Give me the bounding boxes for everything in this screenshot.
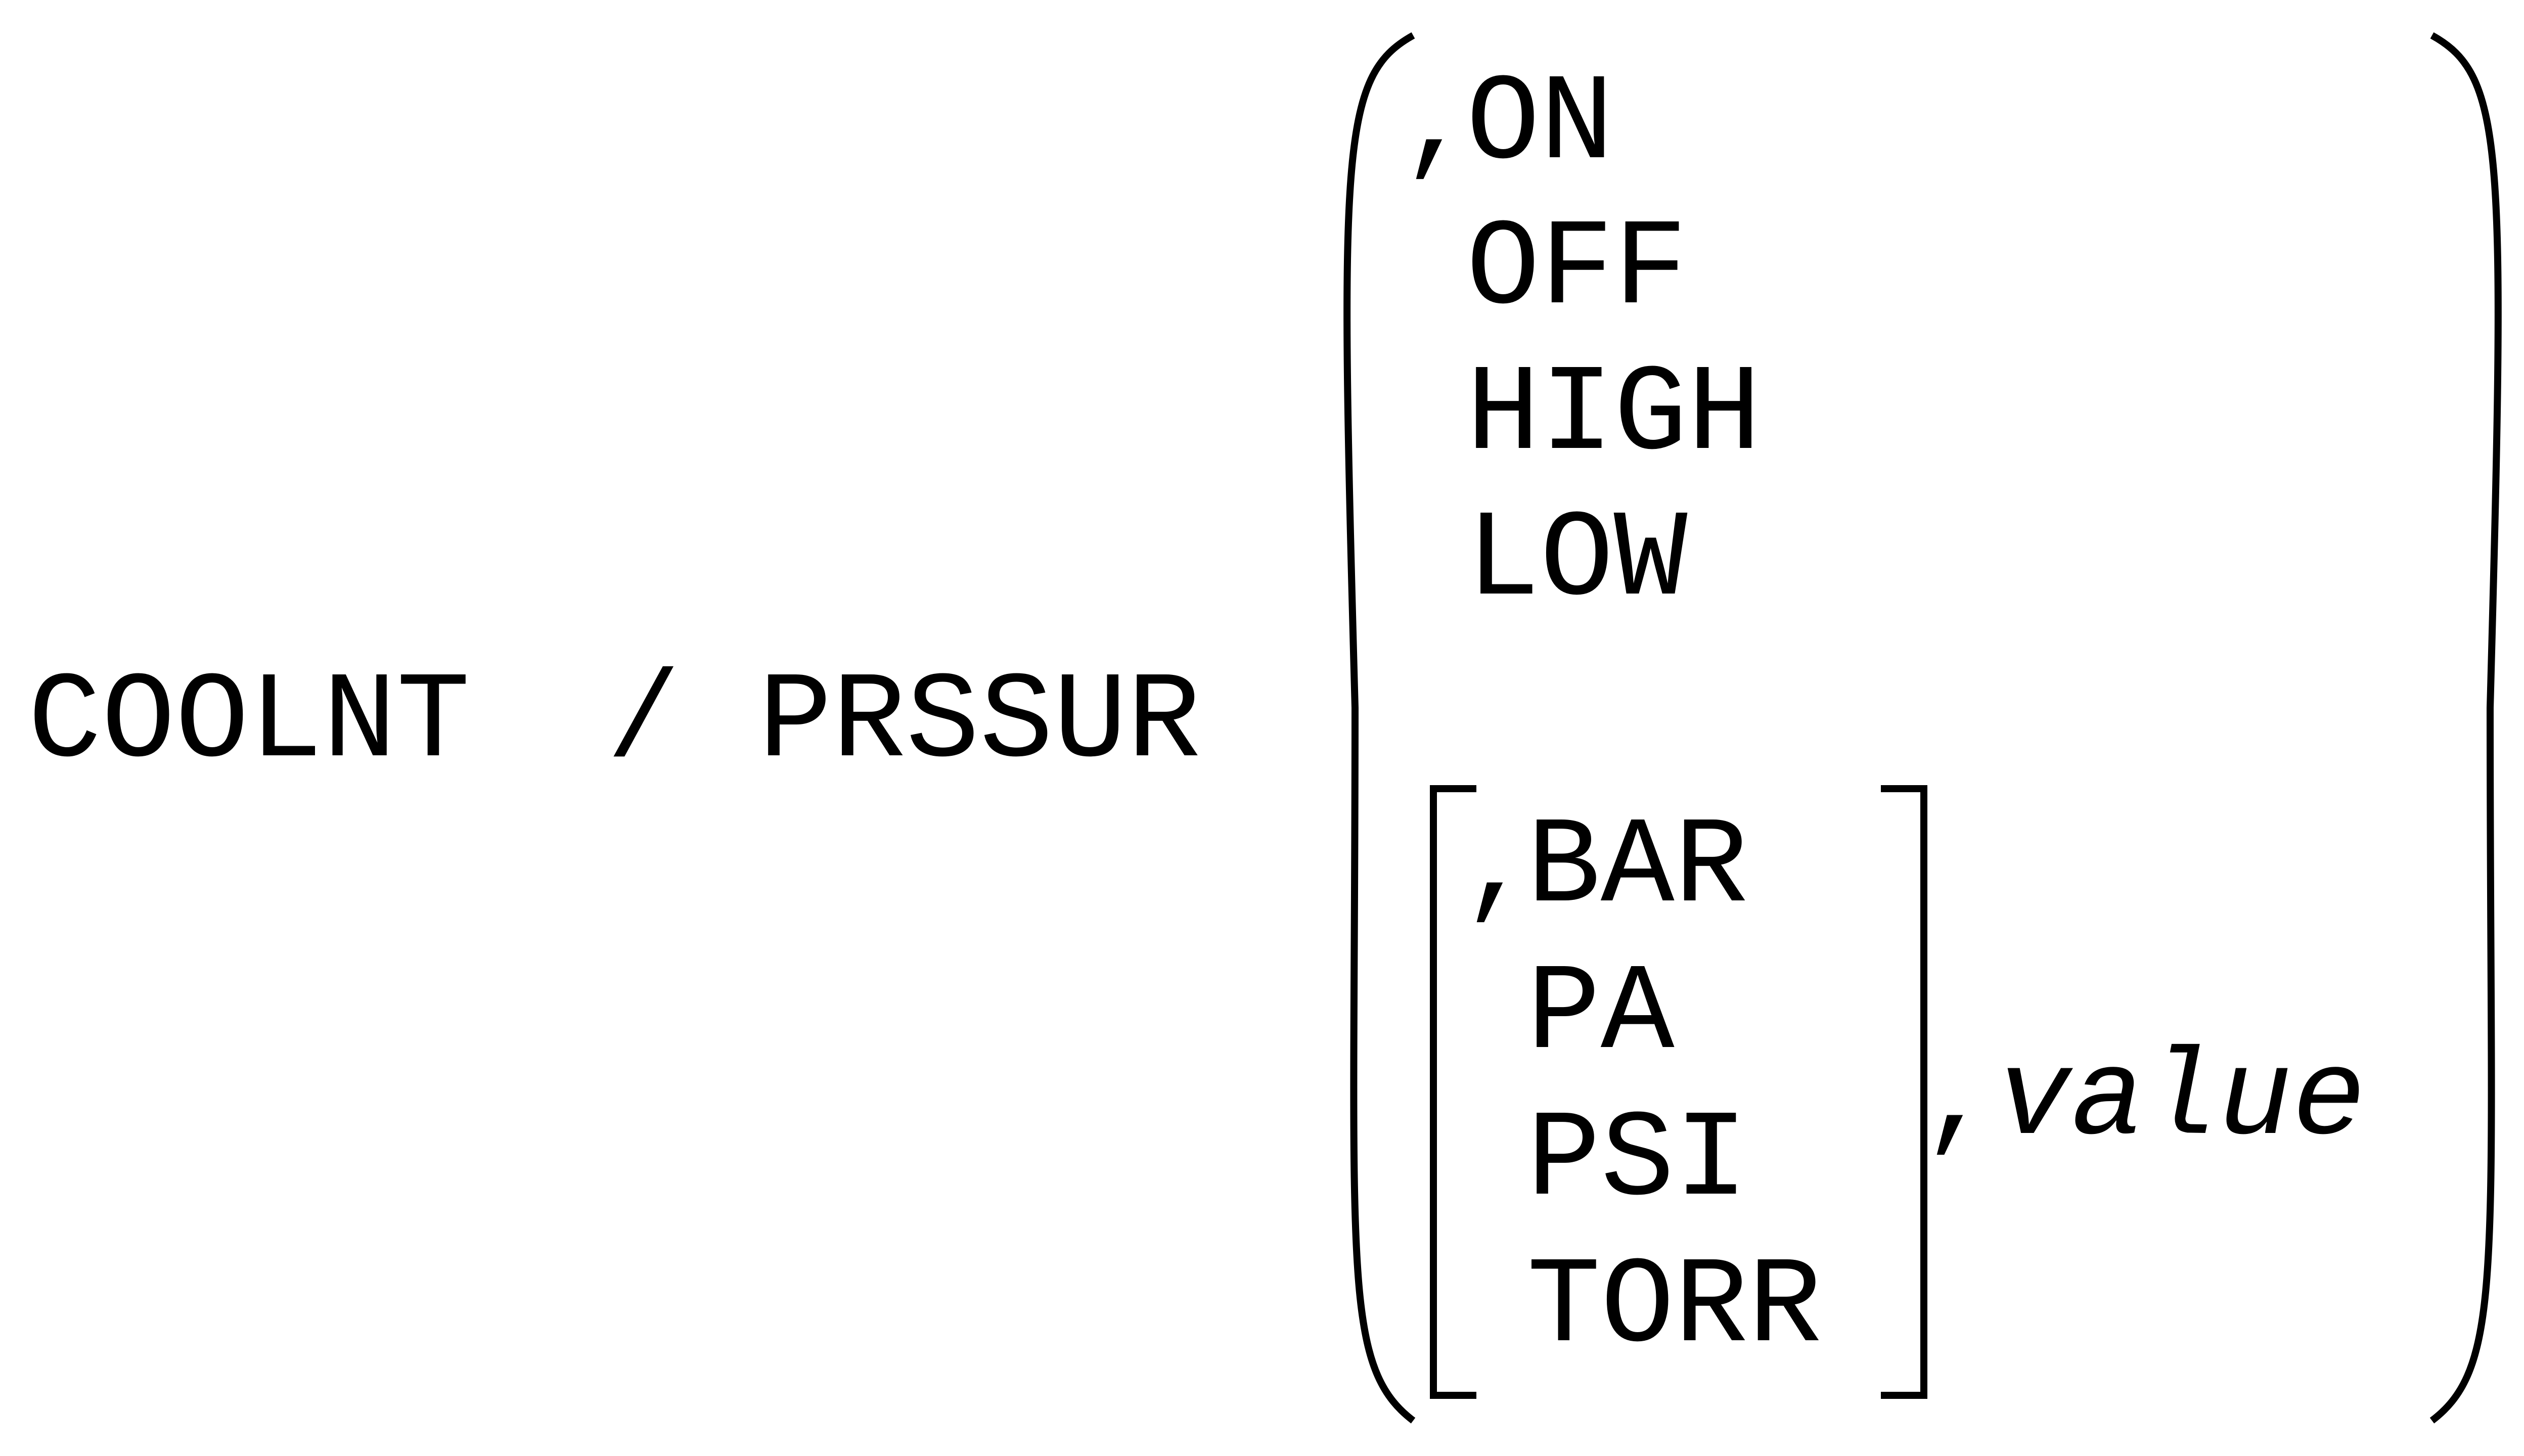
statement-separator: / [607, 653, 681, 792]
unit-option-comma: , [1461, 798, 1535, 937]
state-option-off: OFF [1466, 200, 1688, 339]
value-placeholder: value [1997, 1031, 2366, 1170]
value-comma: , [1921, 1031, 1995, 1170]
state-option-high: HIGH [1466, 346, 1762, 485]
unit-option-torr: TORR [1527, 1238, 1822, 1377]
left-square-bracket [1430, 785, 1476, 1399]
left-parenthesis [1343, 32, 1416, 1424]
state-option-on: ON [1466, 55, 1614, 194]
right-square-bracket [1881, 785, 1927, 1399]
statement-keyword: COOLNT [28, 653, 470, 792]
statement-modifier: PRSSUR [758, 653, 1201, 792]
state-option-comma: , [1401, 55, 1474, 194]
state-option-low: LOW [1466, 491, 1688, 630]
unit-option-pa: PA [1527, 945, 1675, 1084]
right-parenthesis [2429, 32, 2502, 1424]
unit-option-psi: PSI [1527, 1091, 1748, 1231]
unit-option-bar: BAR [1527, 798, 1748, 937]
